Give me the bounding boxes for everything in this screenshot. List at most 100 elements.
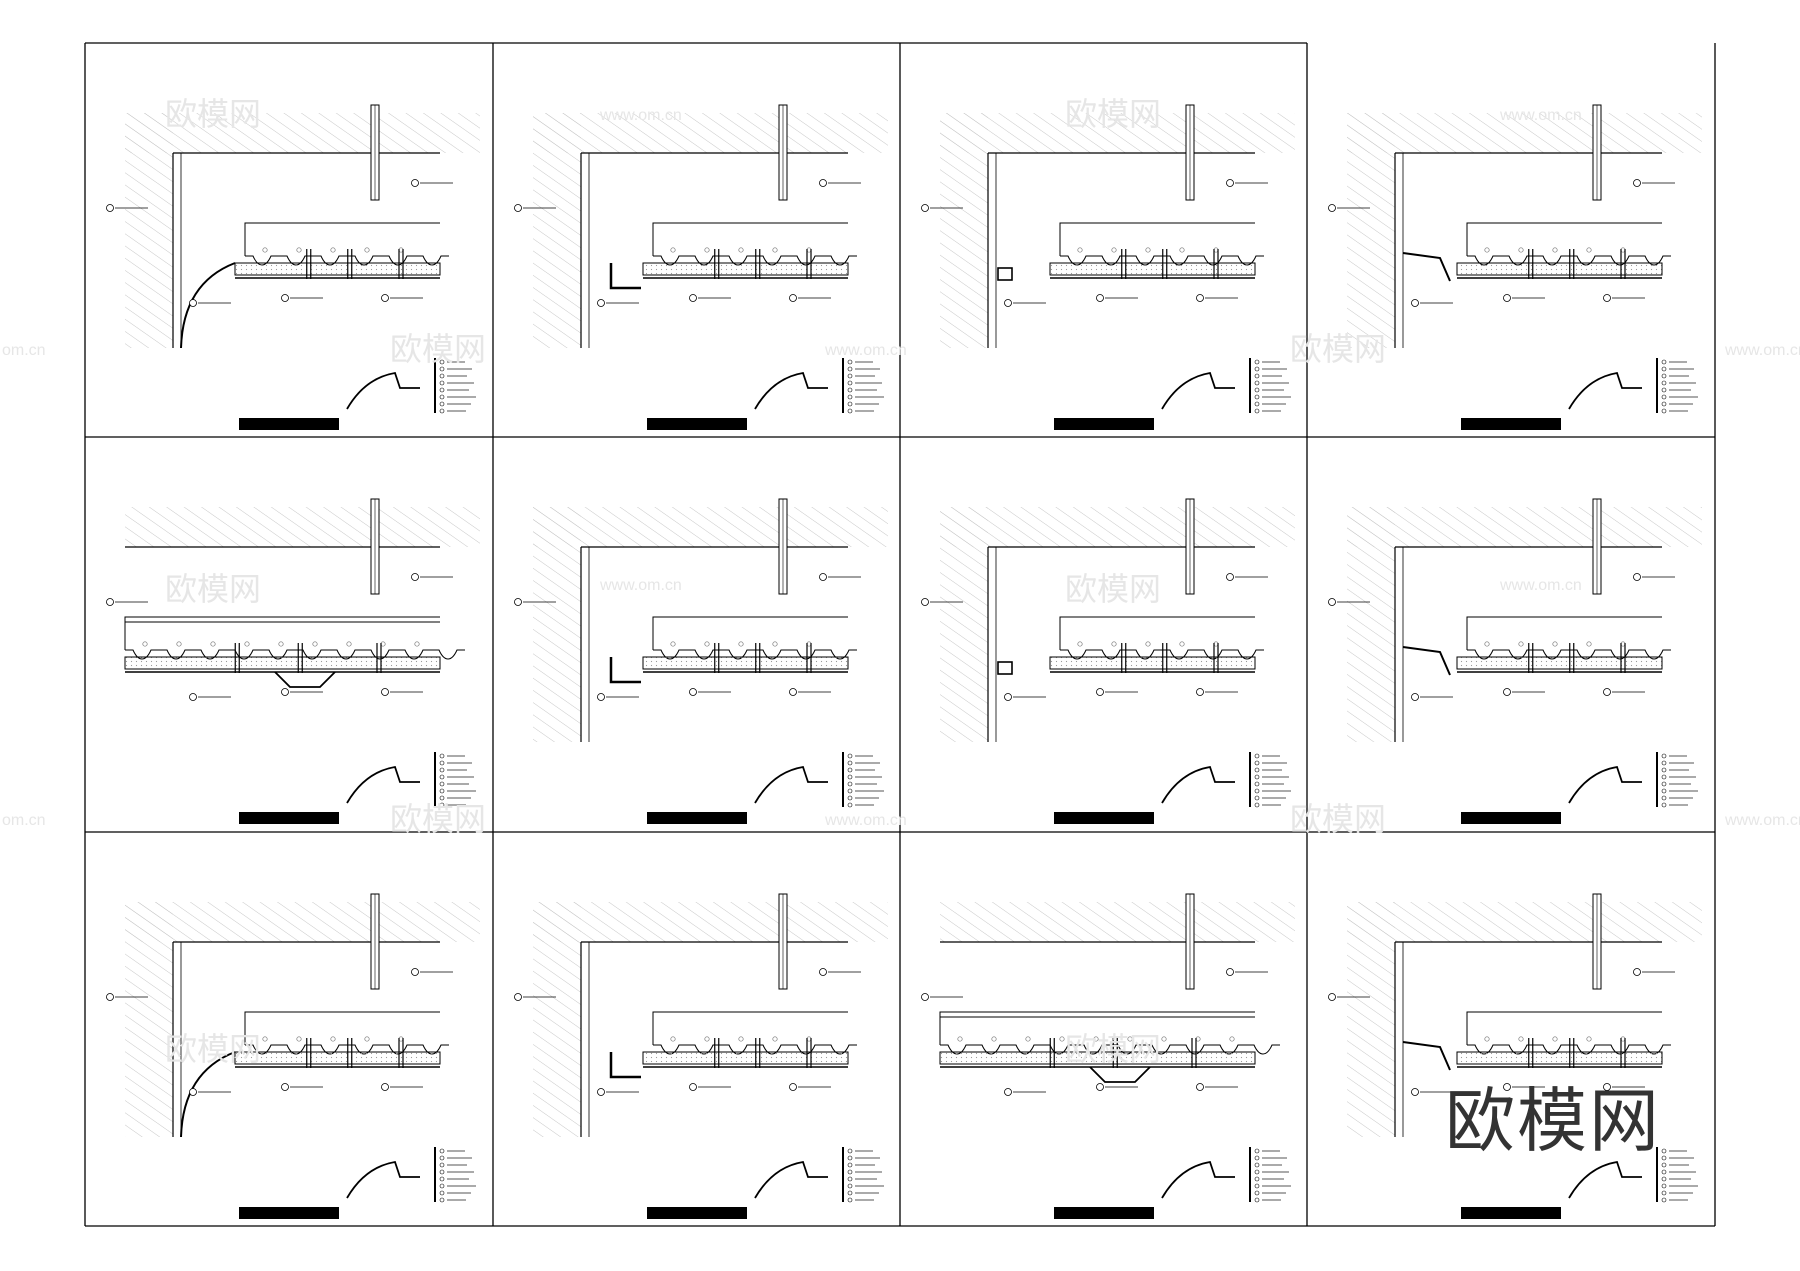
watermark-layer: 欧模网 欧模网 欧模网 欧模网 欧模网 欧模网 欧模网 欧模网 欧模网 欧模网 … bbox=[2, 96, 1800, 1067]
callout-bubble bbox=[1004, 1088, 1012, 1096]
watermark-url: www.om.cn bbox=[1724, 342, 1800, 359]
key-sketch bbox=[1568, 765, 1642, 804]
bolt-hole bbox=[1518, 247, 1524, 253]
legend-marker bbox=[1254, 380, 1260, 386]
main-keel bbox=[124, 616, 440, 650]
legend-marker bbox=[439, 380, 445, 386]
legend-marker bbox=[439, 1162, 445, 1168]
key-sketch bbox=[754, 371, 828, 410]
detail-panel-8 bbox=[1328, 498, 1702, 824]
bolt-hole bbox=[296, 1036, 302, 1042]
callout-bubble bbox=[1096, 688, 1104, 696]
legend-marker bbox=[439, 401, 445, 407]
bolt-hole bbox=[1145, 641, 1151, 647]
legend-marker bbox=[439, 1155, 445, 1161]
callout-bubble bbox=[514, 993, 522, 1001]
light-trough bbox=[609, 263, 641, 290]
scale-bar bbox=[1054, 812, 1154, 824]
bolt-hole bbox=[772, 1036, 778, 1042]
gypsum-board bbox=[1456, 656, 1663, 670]
callout-bubble bbox=[789, 294, 797, 302]
detail-panel-3 bbox=[921, 104, 1295, 430]
wall-hatch bbox=[1347, 507, 1395, 742]
keel-profile bbox=[653, 649, 857, 660]
legend-marker bbox=[439, 788, 445, 794]
watermark-url: www.om.cn bbox=[1499, 577, 1582, 594]
recess-trim bbox=[1089, 1066, 1151, 1083]
watermark-logo: 欧模网 bbox=[1290, 801, 1386, 837]
callout-bubble bbox=[106, 993, 114, 1001]
light-trough bbox=[609, 1052, 641, 1079]
ceiling-slab-hatch bbox=[125, 507, 480, 547]
callout-bubble bbox=[1004, 693, 1012, 701]
legend-marker bbox=[1254, 1148, 1260, 1154]
bolt-hole bbox=[670, 1036, 676, 1042]
bolt-hole bbox=[1059, 1036, 1065, 1042]
scale-bar bbox=[647, 1207, 747, 1219]
callout-bubble bbox=[281, 1083, 289, 1091]
callout-bubble bbox=[921, 204, 929, 212]
watermark-url: www.om.cn bbox=[1724, 812, 1800, 829]
bolt-hole bbox=[1111, 247, 1117, 253]
callout-bubble bbox=[819, 179, 827, 187]
edge-trim bbox=[1402, 1041, 1451, 1071]
legend-marker bbox=[439, 1183, 445, 1189]
bolt-hole bbox=[1586, 641, 1592, 647]
legend-marker bbox=[1661, 753, 1667, 759]
legend-marker bbox=[439, 387, 445, 393]
bolt-hole bbox=[244, 641, 250, 647]
wall-hatch bbox=[1347, 113, 1395, 348]
keel-profile bbox=[245, 1044, 449, 1055]
legend-marker bbox=[847, 401, 853, 407]
legend-marker bbox=[439, 373, 445, 379]
bolt-hole bbox=[704, 247, 710, 253]
callout-bubble bbox=[921, 993, 929, 1001]
main-keel bbox=[1059, 222, 1255, 256]
bolt-hole bbox=[346, 641, 352, 647]
callout-bubble bbox=[189, 1088, 197, 1096]
bolt-hole bbox=[278, 641, 284, 647]
scale-bar bbox=[239, 812, 339, 824]
bolt-hole bbox=[1552, 247, 1558, 253]
callout-bubble bbox=[1411, 299, 1419, 307]
legend-marker bbox=[439, 795, 445, 801]
gypsum-board bbox=[1049, 262, 1256, 276]
wall-hatch bbox=[125, 113, 173, 348]
callout-bubble bbox=[1603, 1083, 1611, 1091]
legend-marker bbox=[847, 373, 853, 379]
legend-marker bbox=[1661, 373, 1667, 379]
legend-marker bbox=[439, 781, 445, 787]
gypsum-board bbox=[234, 1051, 441, 1065]
scale-bar bbox=[1461, 812, 1561, 824]
shadow-gap-trim bbox=[997, 661, 1013, 675]
keel-profile bbox=[1467, 649, 1671, 660]
key-sketch bbox=[1568, 371, 1642, 410]
legend-marker bbox=[1661, 1169, 1667, 1175]
legend-marker bbox=[1254, 795, 1260, 801]
legend-marker bbox=[1254, 366, 1260, 372]
watermark-logo: 欧模网 bbox=[165, 96, 261, 132]
key-sketch bbox=[754, 1160, 828, 1199]
callout-bubble bbox=[1226, 179, 1234, 187]
legend-marker bbox=[1661, 795, 1667, 801]
legend-marker bbox=[439, 753, 445, 759]
shadow-gap-trim bbox=[997, 267, 1013, 281]
legend-marker bbox=[847, 1183, 853, 1189]
main-keel bbox=[244, 222, 440, 256]
brand-logo: 欧模网 bbox=[1445, 1080, 1661, 1162]
callout-bubble bbox=[1004, 299, 1012, 307]
ceiling-slab-hatch bbox=[940, 902, 1295, 942]
callout-bubble bbox=[1503, 688, 1511, 696]
callout-bubble bbox=[921, 598, 929, 606]
callout-bubble bbox=[789, 688, 797, 696]
legend-marker bbox=[439, 1176, 445, 1182]
callout-bubble bbox=[411, 573, 419, 581]
legend-marker bbox=[439, 767, 445, 773]
legend-marker bbox=[847, 1197, 853, 1203]
legend-marker bbox=[847, 359, 853, 365]
callout-bubble bbox=[1603, 688, 1611, 696]
legend-marker bbox=[1661, 366, 1667, 372]
ceiling-slab-hatch bbox=[533, 113, 888, 153]
callout-bubble bbox=[1411, 693, 1419, 701]
